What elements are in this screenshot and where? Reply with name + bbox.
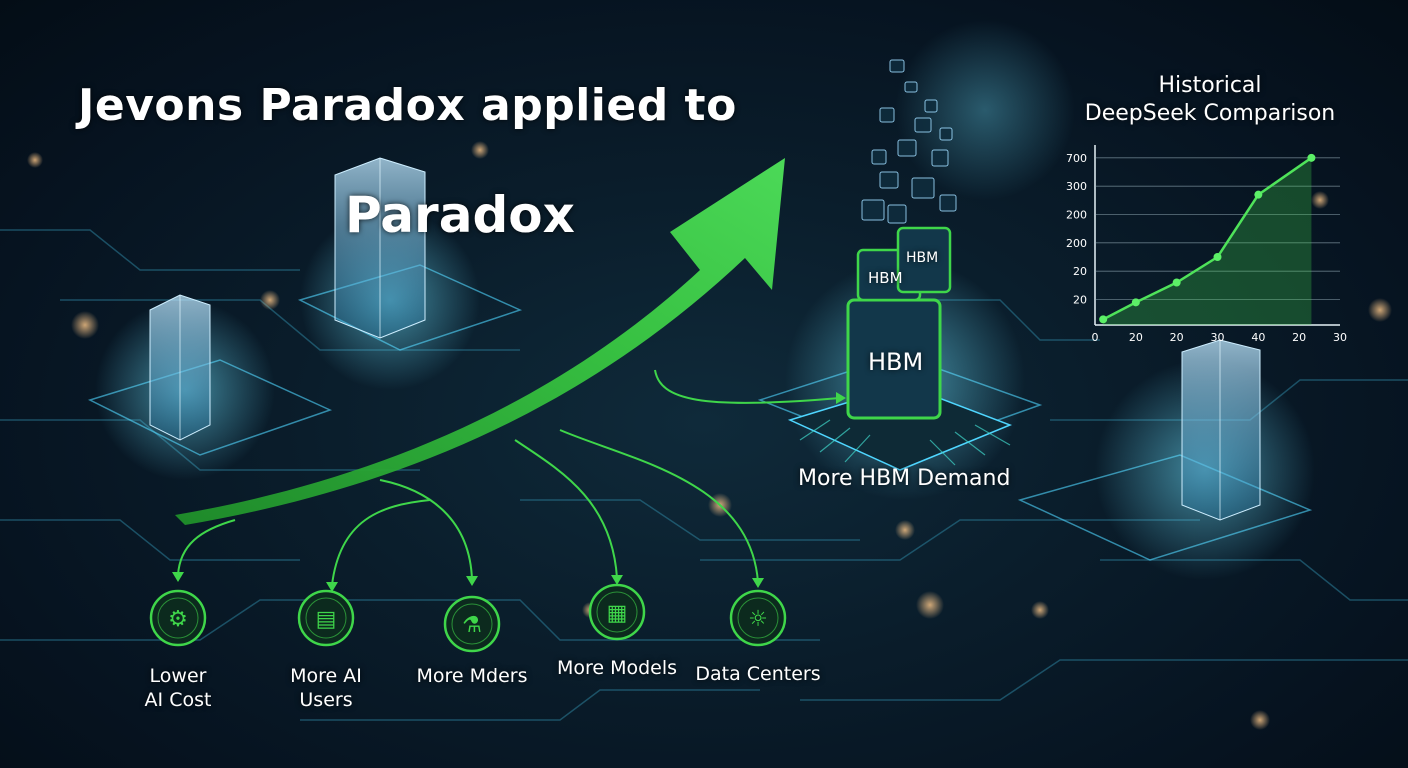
- svg-text:▤: ▤: [316, 607, 337, 632]
- chart-x-tick-label: 0: [1092, 331, 1099, 344]
- chart-x-tick-label: 40: [1251, 331, 1265, 344]
- flow-item-label-line: Lower: [149, 665, 207, 687]
- flow-item-label: More Mders: [397, 664, 547, 688]
- chart-y-tick-label: 20: [1073, 294, 1087, 307]
- flow-item-label: Data Centers: [683, 662, 833, 686]
- flow-item-label-line: Users: [299, 689, 353, 711]
- title-line-1: Jevons Paradox applied to: [78, 80, 737, 131]
- chart-series-line: [1102, 156, 1313, 321]
- flask-icon: ⚗: [441, 593, 503, 655]
- hbm-chip-small-label: HBM: [868, 269, 903, 287]
- chart-data-point: [1213, 253, 1222, 261]
- chart-x-tick-label: 30: [1333, 331, 1347, 344]
- svg-text:⚗: ⚗: [462, 613, 482, 638]
- server-tower-right: [1181, 339, 1261, 521]
- connector-arrowheads: [172, 392, 846, 592]
- svg-text:⚙: ⚙: [168, 607, 188, 632]
- chart-x-tick-label: 20: [1292, 331, 1306, 344]
- hbm-chip-mid: [896, 226, 952, 294]
- sun-gear-icon: ☼: [727, 587, 789, 649]
- chart-data-point: [1307, 153, 1316, 162]
- chart-x-tick-label: 20: [1170, 331, 1184, 344]
- flow-item-label-line: AI Cost: [144, 689, 212, 711]
- flow-item-label-line: Data Centers: [695, 663, 821, 685]
- flow-item-label-line: More Models: [556, 657, 678, 679]
- chart-data-point: [1131, 298, 1140, 307]
- hbm-chip-large-label: HBM: [868, 348, 924, 376]
- connector-arrows: [177, 369, 841, 586]
- chart-x-tick-label: 20: [1129, 331, 1143, 344]
- svg-text:☼: ☼: [748, 607, 768, 632]
- flow-item-label-line: More AI: [290, 665, 362, 687]
- chart-y-tick-label: 200: [1066, 209, 1087, 222]
- chart-data-point: [1254, 190, 1263, 199]
- model-stack-icon: ▦: [586, 581, 648, 643]
- chart-title-line-1: Historical: [1158, 73, 1262, 98]
- chart-y-tick-label: 20: [1073, 265, 1087, 278]
- chart-y-tick-label: 700: [1066, 152, 1087, 165]
- chart-data-point: [1172, 278, 1181, 287]
- hbm-chip-mid-label: HBM: [906, 250, 939, 266]
- hbm-demand-caption: More HBM Demand: [798, 466, 1011, 491]
- flow-item-label: More Models: [542, 656, 692, 680]
- hbm-chip-stack: [787, 59, 1013, 471]
- chart-title-line-2: DeepSeek Comparison: [1084, 101, 1336, 126]
- title-line-2: Paradox: [345, 186, 575, 244]
- server-tower-mid: [334, 157, 426, 339]
- svg-text:▦: ▦: [607, 601, 628, 626]
- chart-x-tick-label: 30: [1211, 331, 1225, 344]
- chart-area-fill: [1103, 157, 1312, 325]
- users-screen-icon: ▤: [295, 587, 357, 649]
- server-tower-left: [149, 294, 211, 441]
- bokeh-lights: [27, 141, 1392, 730]
- flow-item-label-line: More Mders: [416, 665, 528, 687]
- cost-gear-icon: ⚙: [147, 587, 209, 649]
- deepseek-comparison-chart: 20 20 200 200 300 700 0 20 20 30 40 20 30: [1066, 145, 1347, 344]
- chart-y-tick-label: 300: [1066, 180, 1087, 193]
- chart-y-tick-label: 200: [1066, 237, 1087, 250]
- chart-data-point: [1099, 315, 1108, 324]
